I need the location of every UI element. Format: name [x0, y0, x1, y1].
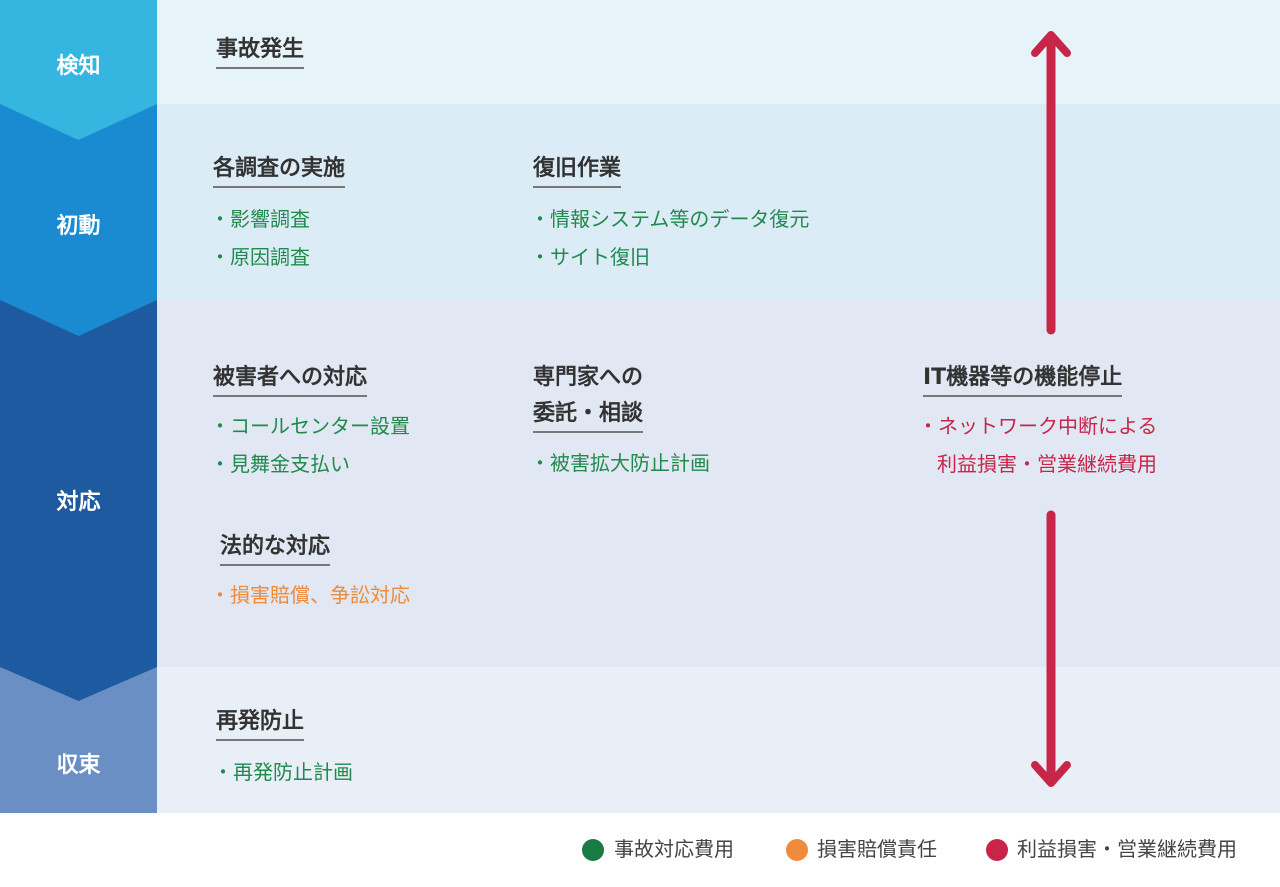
stage-initial: 初動: [0, 104, 157, 336]
heading-it-outage: IT機器等の機能停止: [923, 364, 1123, 397]
arrow-up-head: [1031, 31, 1071, 57]
list-item-condolence: ・見舞金支払い: [210, 452, 350, 476]
legend-label-response-cost: 事故対応費用: [614, 837, 734, 861]
stage-initial-label: 初動: [56, 214, 101, 239]
heading-victims: 被害者への対応: [213, 364, 368, 397]
list-item-damages: ・損害賠償、争訟対応: [210, 583, 410, 607]
heading-survey: 各調査の実施: [213, 155, 346, 188]
list-item-recurrence-plan: ・再発防止計画: [213, 760, 353, 784]
heading-incident: 事故発生: [216, 36, 305, 69]
double-arrow: [1031, 31, 1071, 787]
list-item-call-center: ・コールセンター設置: [210, 414, 410, 438]
stage-close-label: 収束: [56, 753, 101, 778]
heading-experts-line2: 委託・相談: [533, 400, 644, 433]
list-item-cause-survey: ・原因調査: [210, 245, 310, 269]
initial-band: [157, 104, 1280, 300]
heading-experts-line1: 専門家への: [533, 365, 644, 390]
arrow-down-head: [1031, 761, 1071, 787]
heading-legal: 法的な対応: [220, 533, 331, 566]
stage-response: 対応: [0, 300, 157, 701]
close-band: [157, 667, 1280, 813]
legend-dot-liability: [786, 839, 808, 861]
response-band: [157, 300, 1280, 667]
legend-label-profit-loss: 利益損害・営業継続費用: [1017, 837, 1237, 861]
list-item-site-restore: ・サイト復旧: [530, 245, 650, 269]
list-item-network-interruption: ・ネットワーク中断による: [918, 414, 1158, 438]
list-item-impact-survey: ・影響調査: [210, 207, 310, 231]
legend-dot-response-cost: [582, 839, 604, 861]
stage-detect-label: 検知: [56, 54, 101, 79]
heading-recurrence: 再発防止: [216, 708, 305, 741]
stage-response-label: 対応: [56, 490, 101, 515]
heading-recovery: 復旧作業: [533, 155, 622, 188]
list-item-prevention-plan: ・被害拡大防止計画: [530, 451, 710, 475]
detect-band: [157, 0, 1280, 104]
legend-dot-profit-loss: [986, 839, 1008, 861]
list-item-data-restore: ・情報システム等のデータ復元: [530, 207, 810, 231]
legend-label-liability: 損害賠償責任: [817, 837, 937, 861]
list-item-profit-loss: 利益損害・営業継続費用: [937, 452, 1157, 476]
